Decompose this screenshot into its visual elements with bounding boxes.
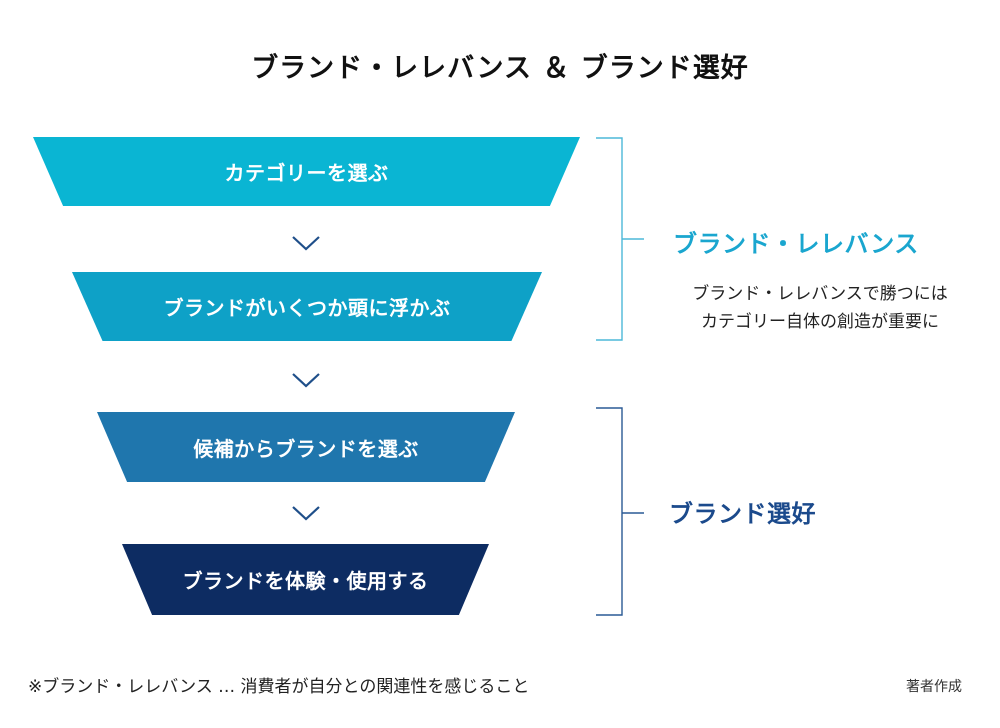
chevron-down-icon [292,373,320,388]
footnote: ※ブランド・レレバンス … 消費者が自分との関連性を感じること [28,677,530,697]
description-line: カテゴリー自体の創造が重要に [701,312,939,332]
funnel-step-choose-category: カテゴリーを選ぶ [33,137,580,206]
page-title: ブランド・レレバンス ＆ ブランド選好 [251,53,749,84]
funnel-step-brands-come-to-mind: ブランドがいくつか頭に浮かぶ [72,272,542,341]
description-line: ブランド・レレバンスで勝つには [692,284,948,304]
funnel-step-experience-use: ブランドを体験・使用する [122,544,489,615]
chevron-down-icon [292,236,320,251]
funnel-step-choose-from-candidates: 候補からブランドを選ぶ [97,412,515,482]
credit: 著者作成 [906,679,962,695]
bracket-icon [596,407,644,616]
bracket-icon [596,137,644,341]
chevron-down-icon [292,506,320,521]
group-label-brand-preference: ブランド選好 [669,500,816,528]
group-description: ブランド・レレバンスで勝つには カテゴリー自体の創造が重要に [670,280,970,336]
group-label-brand-relevance: ブランド・レレバンス [673,230,919,258]
